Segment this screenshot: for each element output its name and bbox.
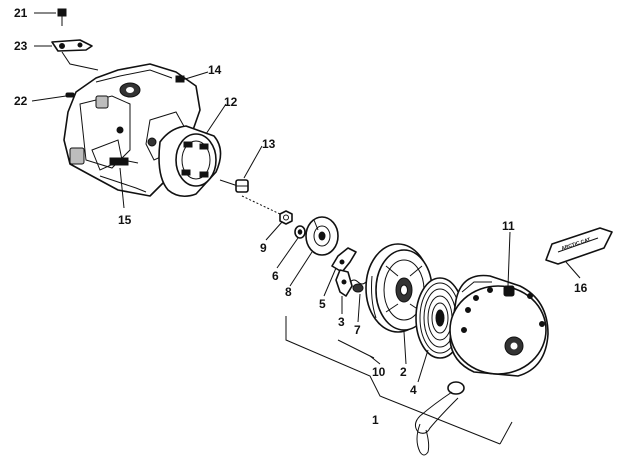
callout-1: 1 bbox=[372, 413, 379, 427]
part-8-plate bbox=[305, 216, 339, 256]
callout-9: 9 bbox=[260, 241, 267, 255]
part-1-case bbox=[414, 274, 549, 456]
part-10-rope bbox=[337, 339, 375, 359]
callout-6: 6 bbox=[272, 269, 279, 283]
part-9-nut bbox=[279, 210, 293, 225]
callout-7: 7 bbox=[354, 323, 361, 337]
part-15-bolt bbox=[109, 157, 139, 166]
callout-12: 12 bbox=[224, 95, 238, 109]
callout-22: 22 bbox=[14, 94, 28, 108]
part-16-decal: ARCTIC CAT bbox=[545, 227, 613, 265]
callout-23: 23 bbox=[14, 39, 28, 53]
callout-labels: 21 23 22 14 12 13 15 9 6 8 5 3 7 10 2 4 … bbox=[14, 6, 588, 427]
callout-15: 15 bbox=[118, 213, 132, 227]
callout-5: 5 bbox=[319, 297, 326, 311]
callout-2: 2 bbox=[400, 365, 407, 379]
part-21-screw bbox=[57, 8, 67, 26]
callout-21: 21 bbox=[14, 6, 28, 20]
callout-4: 4 bbox=[410, 383, 417, 397]
part-6-washer bbox=[294, 225, 306, 239]
callout-16: 16 bbox=[574, 281, 588, 295]
callout-10: 10 bbox=[372, 365, 386, 379]
callout-3: 3 bbox=[338, 315, 345, 329]
part-11-stud bbox=[503, 285, 515, 297]
callout-14: 14 bbox=[208, 63, 222, 77]
leader-lines bbox=[31, 12, 581, 445]
part-3-arm bbox=[335, 269, 353, 297]
part-7-spring bbox=[349, 279, 375, 293]
callout-11: 11 bbox=[502, 219, 515, 233]
callout-8: 8 bbox=[285, 285, 292, 299]
part-22-pin bbox=[65, 92, 75, 98]
part-12-pulley bbox=[158, 125, 222, 198]
part-23-clip bbox=[51, 39, 93, 52]
callout-13: 13 bbox=[262, 137, 276, 151]
part-13-bolt bbox=[219, 179, 249, 193]
